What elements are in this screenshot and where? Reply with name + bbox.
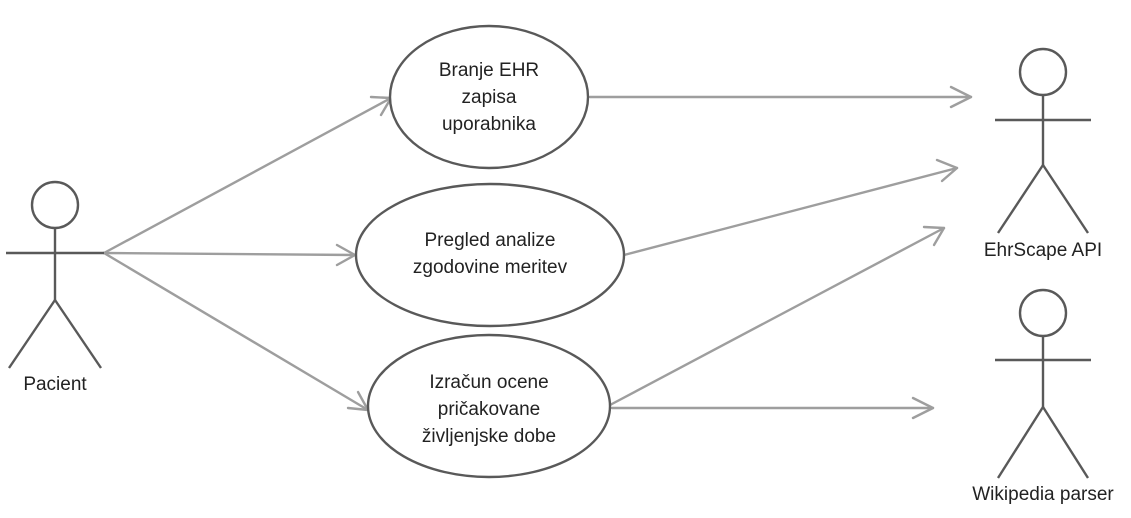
use-case-izracun[interactable]: Izračun ocene pričakovane življenjske do…	[366, 333, 612, 479]
actor-wikipedia-label: Wikipedia parser	[972, 484, 1114, 505]
actor-ehrscape[interactable]: EhrScape API	[984, 47, 1102, 261]
actor-pacient-label: Pacient	[23, 374, 87, 395]
arrow-izracun-to-wikipedia	[610, 396, 935, 420]
actor-ehrscape-head	[1018, 47, 1068, 97]
use-case-branje-line-1: Branje EHR	[439, 60, 539, 81]
use-case-izracun-line-1: Izračun ocene	[429, 372, 548, 393]
actor-pacient[interactable]: Pacient	[6, 180, 104, 395]
arrow-pacient-to-izracun	[102, 251, 370, 412]
use-case-pregled[interactable]: Pregled analize zgodovine meritev	[354, 182, 626, 328]
arrow-izracun-to-ehrscape	[608, 225, 946, 407]
arrow-pacient-to-branje	[102, 95, 393, 255]
arrow-branje-to-ehrscape	[588, 85, 973, 109]
arrow-pregled-to-ehrscape	[622, 158, 959, 257]
arrow-pacient-to-pregled	[102, 243, 357, 267]
associations	[102, 85, 973, 420]
use-case-izracun-line-2: pričakovane	[438, 399, 540, 420]
use-case-izracun-line-3: življenjske dobe	[422, 426, 556, 447]
actor-wikipedia-head	[1018, 288, 1068, 338]
use-case-pregled-line-1: Pregled analize	[425, 230, 556, 251]
use-case-branje-line-2: zapisa	[462, 87, 517, 108]
actor-wikipedia[interactable]: Wikipedia parser	[972, 288, 1114, 505]
actor-ehrscape-label: EhrScape API	[984, 240, 1102, 261]
use-case-pregled-line-2: zgodovine meritev	[413, 257, 568, 278]
use-case-branje-line-3: uporabnika	[442, 114, 536, 135]
use-case-branje[interactable]: Branje EHR zapisa uporabnika	[388, 24, 590, 170]
actor-pacient-head	[30, 180, 80, 230]
